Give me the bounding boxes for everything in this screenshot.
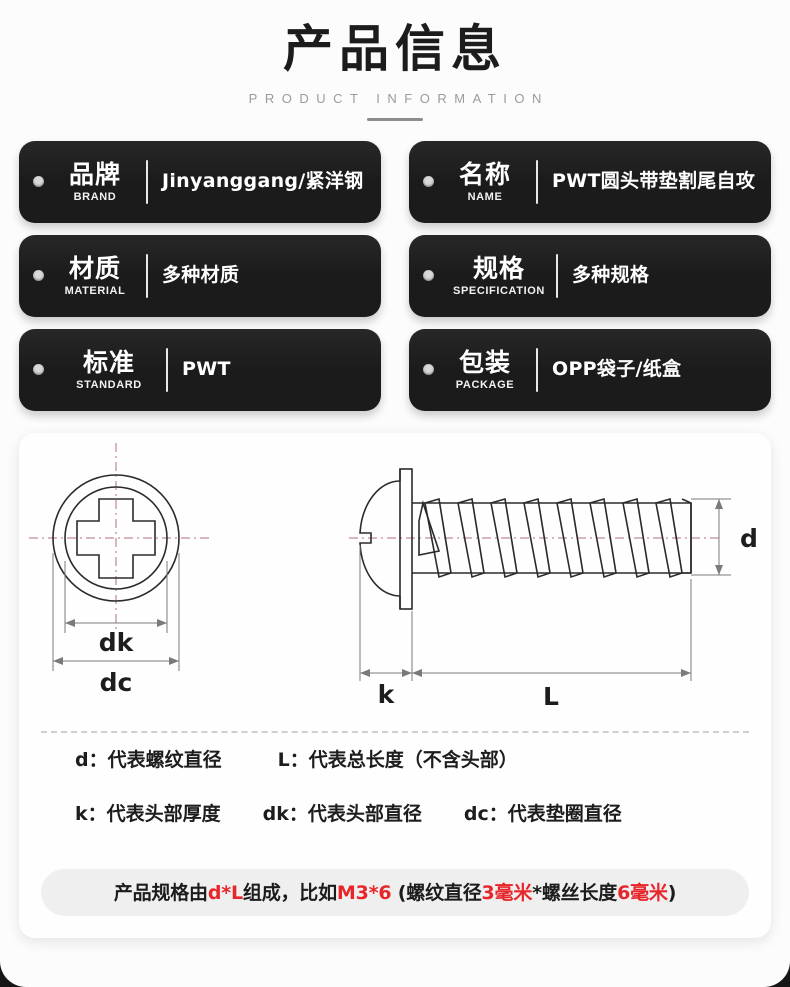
bullet-dot-icon (423, 176, 434, 187)
spec-highlight-formula: d*L (207, 882, 243, 904)
legend-item-L: L：代表总长度（不含头部） (277, 748, 518, 771)
dimension-label-d: d (740, 524, 758, 553)
spec-highlight-diameter: 3毫米 (481, 882, 533, 904)
info-card-value: Jinyanggang/紧洋钢 (162, 170, 364, 193)
info-card-value: 多种材质 (162, 264, 240, 287)
card-divider (536, 347, 538, 392)
info-card-label-en: STANDARD (76, 378, 142, 391)
legend-item-d: d：代表螺纹直径 (75, 748, 222, 771)
info-card-label: 标准 STANDARD (56, 347, 162, 391)
info-card-package: 包装 PACKAGE OPP袋子/纸盒 (409, 328, 771, 411)
legend-item-k: k：代表头部厚度 (75, 802, 221, 825)
bullet-dot-icon (33, 364, 44, 375)
diagram-card: dk dc k L d d：代表螺纹直径 L：代表总长度（不含头部） k：代表头… (19, 432, 771, 938)
info-card-value: 多种规格 (572, 264, 650, 287)
info-card-label-en: PACKAGE (455, 378, 515, 391)
spec-part-4: *螺丝长度 (532, 882, 618, 904)
card-divider (166, 347, 168, 392)
info-card-value: PWT (182, 358, 231, 381)
screw-technical-drawing: dk dc k L d (29, 442, 758, 711)
page-title: 产品信息 (283, 20, 507, 78)
spec-note-text: 产品规格由d*L组成，比如M3*6 (螺纹直径3毫米*螺丝长度6毫米) (113, 878, 677, 905)
dimension-label-k: k (378, 680, 396, 709)
info-card-label-cn: 规格 (472, 253, 525, 283)
card-divider (146, 253, 148, 298)
dimension-legend: d：代表螺纹直径 L：代表总长度（不含头部） k：代表头部厚度 dk：代表头部直… (19, 745, 771, 853)
info-card-value: PWT圆头带垫割尾自攻 (552, 170, 756, 193)
spec-part-2: 组成，比如 (242, 882, 337, 904)
info-card-brand: 品牌 BRAND Jinyanggang/紧洋钢 (19, 140, 381, 223)
info-card-label-en: NAME (467, 190, 503, 203)
card-divider (146, 159, 148, 204)
legend-item-dk: dk：代表头部直径 (262, 802, 422, 825)
dimension-label-L: L (543, 682, 559, 711)
info-card-material: 材质 MATERIAL 多种材质 (19, 234, 381, 317)
info-card-name: 名称 NAME PWT圆头带垫割尾自攻 (409, 140, 771, 223)
info-card-label-cn: 材质 (68, 253, 121, 283)
legend-item-dc: dc：代表垫圈直径 (463, 802, 622, 825)
spec-highlight-example: M3*6 (336, 882, 392, 904)
spec-part-3: (螺纹直径 (391, 882, 482, 904)
card-divider (556, 253, 558, 298)
page-subtitle: PRODUCT INFORMATION (248, 90, 549, 106)
legend-row: d：代表螺纹直径 L：代表总长度（不含头部） (53, 745, 737, 799)
spec-note-bar: 产品规格由d*L组成，比如M3*6 (螺纹直径3毫米*螺丝长度6毫米) (41, 867, 749, 916)
info-card-label: 包装 PACKAGE (446, 347, 524, 391)
spec-highlight-length: 6毫米 (617, 882, 668, 904)
bullet-dot-icon (33, 176, 44, 187)
spec-part-5: ) (667, 882, 677, 904)
info-card-value: OPP袋子/纸盒 (552, 358, 682, 381)
info-card-label-cn: 品牌 (68, 159, 121, 189)
legend-row: k：代表头部厚度 dk：代表头部直径 dc：代表垫圈直径 (53, 799, 737, 853)
info-card-label: 品牌 BRAND (56, 159, 134, 203)
title-divider (367, 117, 423, 121)
page-header: 产品信息 PRODUCT INFORMATION (0, 0, 790, 121)
info-card-label-en: SPECIFICATION (453, 284, 545, 297)
dimension-label-dc: dc (100, 668, 133, 697)
info-card-label: 名称 NAME (446, 159, 524, 203)
card-divider (536, 159, 538, 204)
diagram-legend-divider (41, 730, 749, 733)
info-card-standard: 标准 STANDARD PWT (19, 328, 381, 411)
info-card-label-en: BRAND (73, 190, 117, 203)
info-card-label-cn: 包装 (458, 347, 511, 377)
info-card-label: 规格 SPECIFICATION (446, 253, 552, 297)
info-card-label-cn: 标准 (82, 347, 135, 377)
spec-part-1: 产品规格由 (113, 882, 208, 904)
info-card-specification: 规格 SPECIFICATION 多种规格 (409, 234, 771, 317)
bullet-dot-icon (423, 364, 434, 375)
bullet-dot-icon (423, 270, 434, 281)
info-card-label-cn: 名称 (458, 159, 511, 189)
dimension-label-dk: dk (99, 628, 135, 657)
bullet-dot-icon (33, 270, 44, 281)
info-card-label-en: MATERIAL (64, 284, 126, 297)
info-card-label: 材质 MATERIAL (56, 253, 134, 297)
info-card-grid: 品牌 BRAND Jinyanggang/紧洋钢 名称 NAME PWT圆头带垫… (19, 140, 771, 411)
